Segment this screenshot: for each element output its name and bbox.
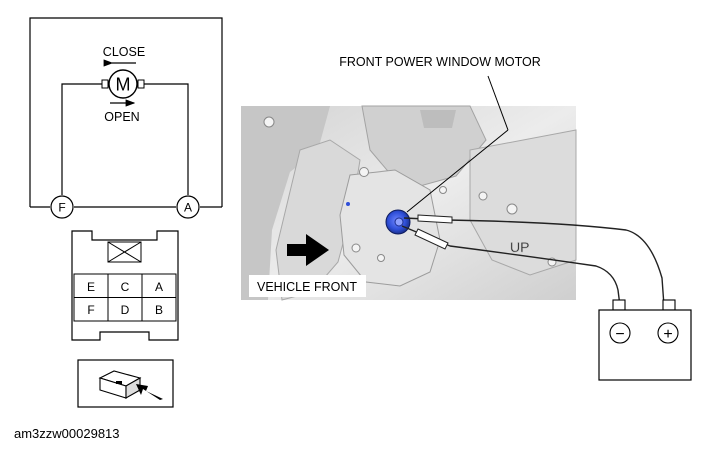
open-label: OPEN: [104, 110, 139, 124]
positive-test-lead: [403, 217, 665, 307]
figure-id: am3zzw00029813: [14, 426, 120, 441]
panel-up-marking: UP: [510, 239, 529, 255]
schematic-frame: [29, 17, 223, 207]
motor-callout-label: FRONT POWER WINDOW MOTOR: [339, 55, 541, 69]
motor-brush-right: [137, 79, 145, 89]
connector-view-icon: [77, 359, 174, 408]
battery-negative-post: [612, 299, 626, 311]
battery-positive-symbol: +: [663, 326, 672, 343]
schematic-wire-right: [144, 83, 189, 195]
terminal-a-icon: [176, 195, 200, 219]
vehicle-front-arrow-icon: [287, 234, 329, 266]
motor-symbol-label: M: [116, 75, 131, 95]
motor-icon: [108, 69, 138, 99]
motor-callout-pointer: [406, 129, 509, 213]
pin-a-label: A: [155, 280, 163, 294]
negative-test-lead: [401, 225, 621, 307]
pin-e-label: E: [87, 280, 95, 294]
door-photo: UP VEHICLE FRONT: [241, 105, 665, 307]
terminal-f-label: F: [58, 201, 65, 215]
battery-negative-terminal-icon: [609, 322, 631, 344]
motor-brush-left: [101, 79, 109, 89]
schematic-wire-left: [61, 83, 102, 195]
pin-b-label: B: [155, 303, 163, 317]
battery-case: [598, 309, 692, 381]
pin-d-label: D: [121, 303, 130, 317]
battery-positive-post: [662, 299, 676, 311]
view-direction-arrow-icon: [136, 384, 163, 400]
battery-positive-terminal-icon: [657, 322, 679, 344]
connector-face: E C A F D B: [71, 230, 179, 341]
terminal-f-icon: [50, 195, 74, 219]
terminal-a-label: A: [184, 201, 192, 215]
pin-f-label: F: [87, 303, 94, 317]
vehicle-front-label-box: [249, 275, 366, 297]
vehicle-front-label: VEHICLE FRONT: [257, 280, 357, 294]
pin-c-label: C: [121, 280, 130, 294]
close-label: CLOSE: [103, 45, 145, 59]
battery-negative-symbol: −: [615, 326, 624, 343]
battery-icon: − +: [598, 299, 692, 381]
motor-schematic: M CLOSE OPEN F A: [29, 17, 223, 219]
motor-callout-leader: [487, 75, 509, 131]
